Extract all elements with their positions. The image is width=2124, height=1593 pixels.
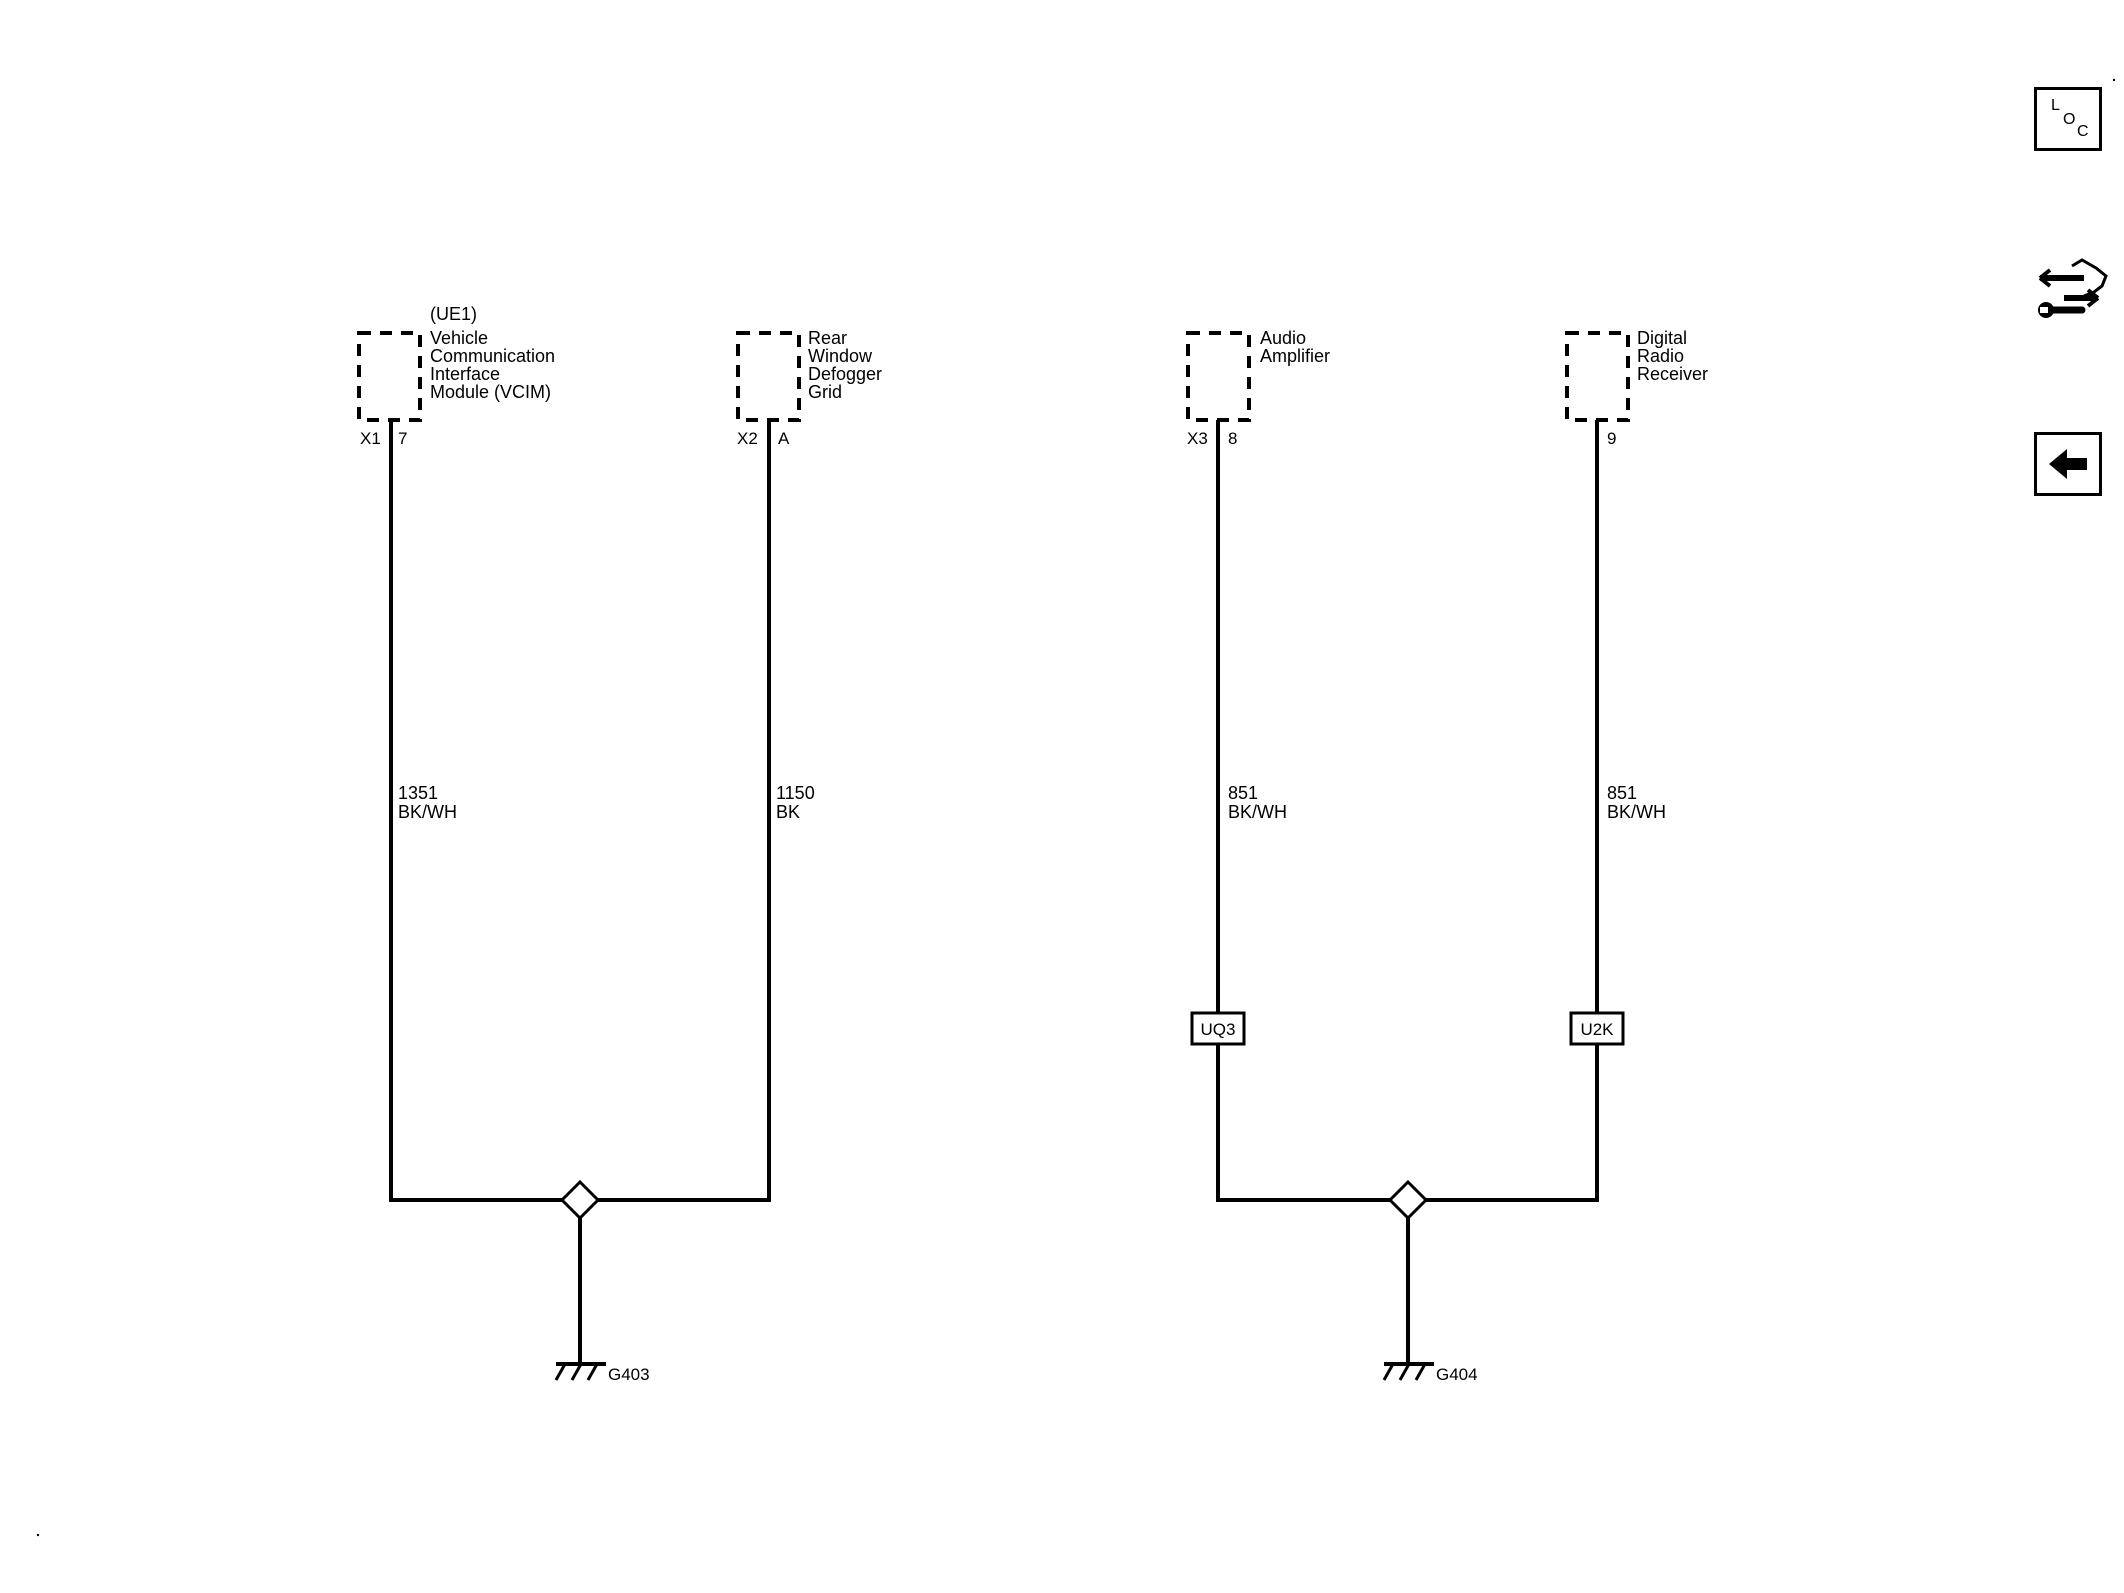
wire-defogger-circuit: 1150: [776, 783, 815, 803]
loc-letter-o: O: [2063, 111, 2075, 128]
defogger-connector-id: X2: [737, 429, 758, 448]
vcim-connector-id: X1: [360, 429, 381, 448]
radio-label-line-1: Digital: [1637, 328, 1687, 348]
wire-radio-circuit: 851: [1607, 783, 1637, 803]
amplifier-connector-id: X3: [1187, 429, 1208, 448]
vcim-id: (UE1): [430, 304, 477, 324]
radio-label-line-2: Radio: [1637, 346, 1684, 366]
ground-symbol-right: [1382, 1362, 1434, 1381]
wire-vcim-color: BK/WH: [398, 802, 457, 822]
ground-label-right: G404: [1436, 1365, 1478, 1384]
amplifier-label-line-2: Amplifier: [1260, 346, 1330, 366]
wire-amplifier-lower[interactable]: [1216, 1044, 1393, 1202]
wire-amplifier-circuit: 851: [1228, 783, 1258, 803]
defogger-label-line-2: Window: [808, 346, 873, 366]
vcim-pin-id: 7: [398, 429, 407, 448]
connector-tool-button[interactable]: [2034, 252, 2114, 330]
splice-right[interactable]: [1387, 1179, 1429, 1221]
speck-bottom-left: [36, 1533, 40, 1537]
defogger-label-line-3: Defogger: [808, 364, 882, 384]
location-button[interactable]: L O C: [2034, 87, 2102, 151]
amplifier-pin-id: 8: [1228, 429, 1237, 448]
loc-letter-c: C: [2077, 123, 2089, 140]
wire-defogger-color: BK: [776, 802, 800, 822]
ground-symbol-left: [554, 1362, 606, 1381]
vcim-label-line-3: Interface: [430, 364, 500, 384]
radio-label-line-3: Receiver: [1637, 364, 1708, 384]
defogger-label-line-1: Rear: [808, 328, 847, 348]
location-icon: L O C: [2051, 97, 2089, 140]
inline-connector-amplifier-label: UQ3: [1201, 1020, 1236, 1039]
radio-pin-id: 9: [1607, 429, 1616, 448]
amplifier-label-line-1: Audio: [1260, 328, 1306, 348]
wire-vcim-circuit: 1351: [398, 783, 438, 803]
defogger-label-line-4: Grid: [808, 382, 842, 402]
defogger-component-box[interactable]: [736, 331, 801, 422]
vcim-label-line-2: Communication: [430, 346, 555, 366]
wire-radio-color: BK/WH: [1607, 802, 1666, 822]
defogger-pin-id: A: [778, 429, 790, 448]
speck-top-right: [2112, 78, 2116, 82]
amplifier-component-box[interactable]: [1186, 331, 1251, 422]
loc-letter-l: L: [2051, 97, 2060, 114]
splice-left[interactable]: [559, 1179, 601, 1221]
wire-defogger[interactable]: [595, 420, 771, 1202]
connector-tool-icon: [2038, 258, 2108, 318]
wire-amplifier-color: BK/WH: [1228, 802, 1287, 822]
inline-connector-radio-label: U2K: [1580, 1020, 1614, 1039]
ground-label-left: G403: [608, 1365, 650, 1384]
wire-vcim[interactable]: [389, 420, 565, 1202]
vcim-label-line-4: Module (VCIM): [430, 382, 551, 402]
back-button[interactable]: [2034, 432, 2102, 496]
vcim-component-box[interactable]: [357, 331, 422, 422]
inline-connector-amplifier[interactable]: [1190, 1011, 1246, 1046]
back-arrow-icon: [2049, 449, 2087, 479]
vcim-label-line-1: Vehicle: [430, 328, 488, 348]
radio-component-box[interactable]: [1565, 331, 1630, 422]
wire-radio-lower[interactable]: [1423, 1044, 1599, 1202]
inline-connector-radio[interactable]: [1569, 1011, 1625, 1046]
